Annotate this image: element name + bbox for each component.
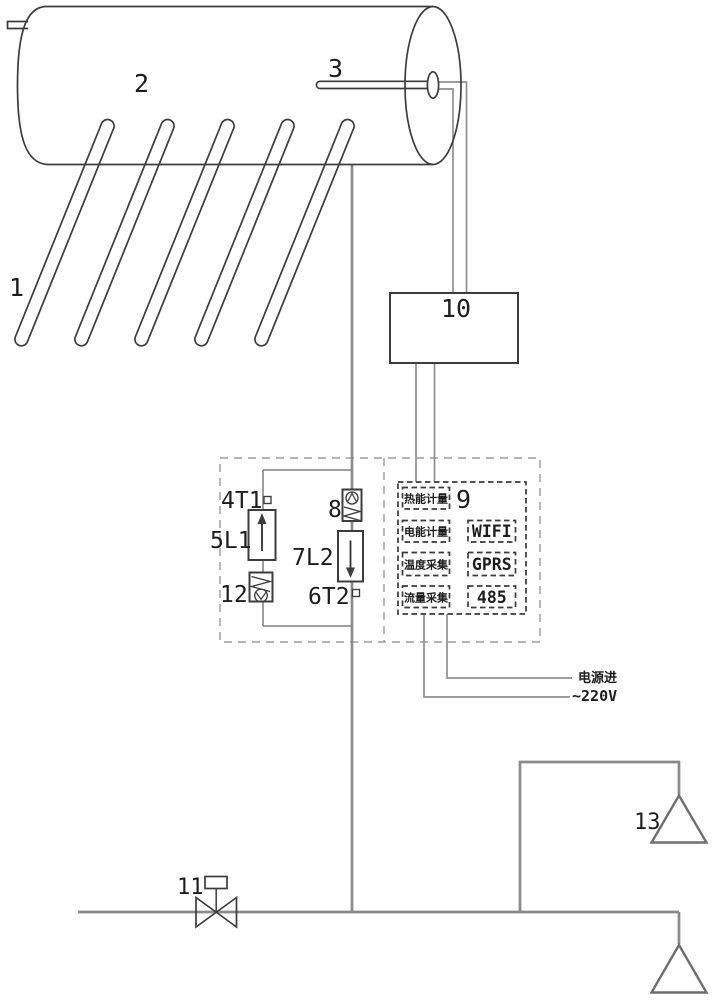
hydraulic-components — [195, 488, 364, 929]
collector-tube-2 — [74, 118, 175, 347]
label-water-outlet: 13 — [634, 810, 661, 835]
vacuum-collector-tubes — [14, 118, 355, 347]
metering-unit-label: 10 — [441, 294, 471, 323]
check-valve-12-ball-icon — [254, 588, 268, 603]
collector-tube-5 — [254, 118, 355, 347]
label-flow-meter-l2: 7L2 — [292, 545, 334, 571]
pipe-network — [78, 164, 709, 994]
sensor-t1-tap-icon — [263, 495, 272, 505]
tank-vent-stub — [6, 20, 28, 30]
module-label-rs485: 485 — [477, 588, 507, 607]
signal-wiring — [415, 81, 572, 698]
power-voltage-label: ~220V — [572, 687, 617, 705]
tank-sensor-port-ellipse — [426, 70, 440, 100]
module-label-temperature-acquisition: 温度采集 — [404, 558, 449, 572]
label-inlet-valve: 11 — [177, 875, 204, 900]
storage-tank — [6, 5, 462, 347]
power-wire-upper — [446, 614, 572, 679]
power-labels: 电源进 ~220V — [572, 670, 617, 705]
label-temp-probe: 3 — [328, 54, 343, 83]
power-wire-lower — [423, 614, 570, 698]
upper-outlet-pipe — [518, 760, 681, 912]
part-labels: 1 2 3 4T1 5L1 12 8 7L2 6T2 11 13 — [9, 54, 661, 900]
check-valve-8-cone-icon — [346, 492, 358, 503]
collector-tube-4 — [194, 118, 295, 347]
module-label-wifi: WIFI — [472, 522, 512, 541]
probe-wire-right — [438, 81, 468, 293]
check-valve-8-spring-icon — [341, 506, 363, 522]
tank-end-cap-ellipse — [404, 5, 462, 166]
label-water-tank: 2 — [134, 69, 149, 98]
module-box-temperature-acquisition — [401, 551, 451, 577]
label-sensor-t2: 6T2 — [308, 584, 350, 610]
probe-wire-left — [438, 88, 454, 293]
module-label-gprs: GPRS — [472, 555, 512, 574]
inlet-valve-11 — [195, 875, 238, 929]
check-valve-12-cone-icon — [255, 591, 267, 601]
label-check-valve-upper: 8 — [328, 497, 342, 523]
tank-body-outline — [16, 5, 433, 166]
module-box-heat-metering — [401, 486, 451, 510]
label-collector-tubes: 1 — [9, 273, 24, 302]
label-flow-meter-l1: 5L1 — [210, 528, 252, 554]
temperature-probe-rod — [315, 80, 433, 90]
module-box-energy-metering — [401, 519, 451, 543]
power-inlet-label: 电源进 — [578, 670, 617, 686]
module-label-energy-metering: 电能计量 — [404, 525, 448, 539]
label-check-valve-lower: 12 — [220, 582, 248, 608]
outlet-cone-lower-icon — [649, 942, 709, 994]
controller-label: 9 — [456, 485, 471, 514]
module-label-flow-acquisition: 流量采集 — [404, 591, 449, 605]
outlet-cone-upper-icon — [649, 793, 709, 844]
module-label-heat-metering: 热能计量 — [404, 492, 448, 506]
controller-9: 热能计量 电能计量 温度采集 流量采集 WIFI GPRS 485 9 — [397, 481, 527, 615]
module-box-flow-acquisition — [401, 585, 451, 609]
module-box-rs485 — [467, 585, 517, 609]
controller-box — [397, 481, 527, 615]
flow-meter-l2-arrowhead — [346, 567, 355, 578]
collector-tube-3 — [134, 118, 235, 347]
flow-meter-l1-arrowhead — [257, 513, 267, 524]
module-box-wifi — [467, 519, 517, 543]
dashed-enclosure-outline — [219, 457, 541, 643]
module-box-gprs — [467, 551, 517, 577]
metering-unit-box — [389, 292, 519, 364]
label-sensor-t1: 4T1 — [221, 488, 263, 514]
collector-tube-1 — [14, 118, 115, 347]
dashed-enclosure — [219, 457, 541, 643]
check-valve-8-box — [341, 488, 363, 522]
sensor-t2-tap-icon — [351, 588, 361, 598]
metering-unit-10: 10 — [389, 292, 519, 364]
valve-11-bowtie-icon — [195, 895, 238, 929]
valve-11-handle-icon — [204, 875, 228, 890]
check-valve-8-ball-icon — [345, 491, 359, 505]
